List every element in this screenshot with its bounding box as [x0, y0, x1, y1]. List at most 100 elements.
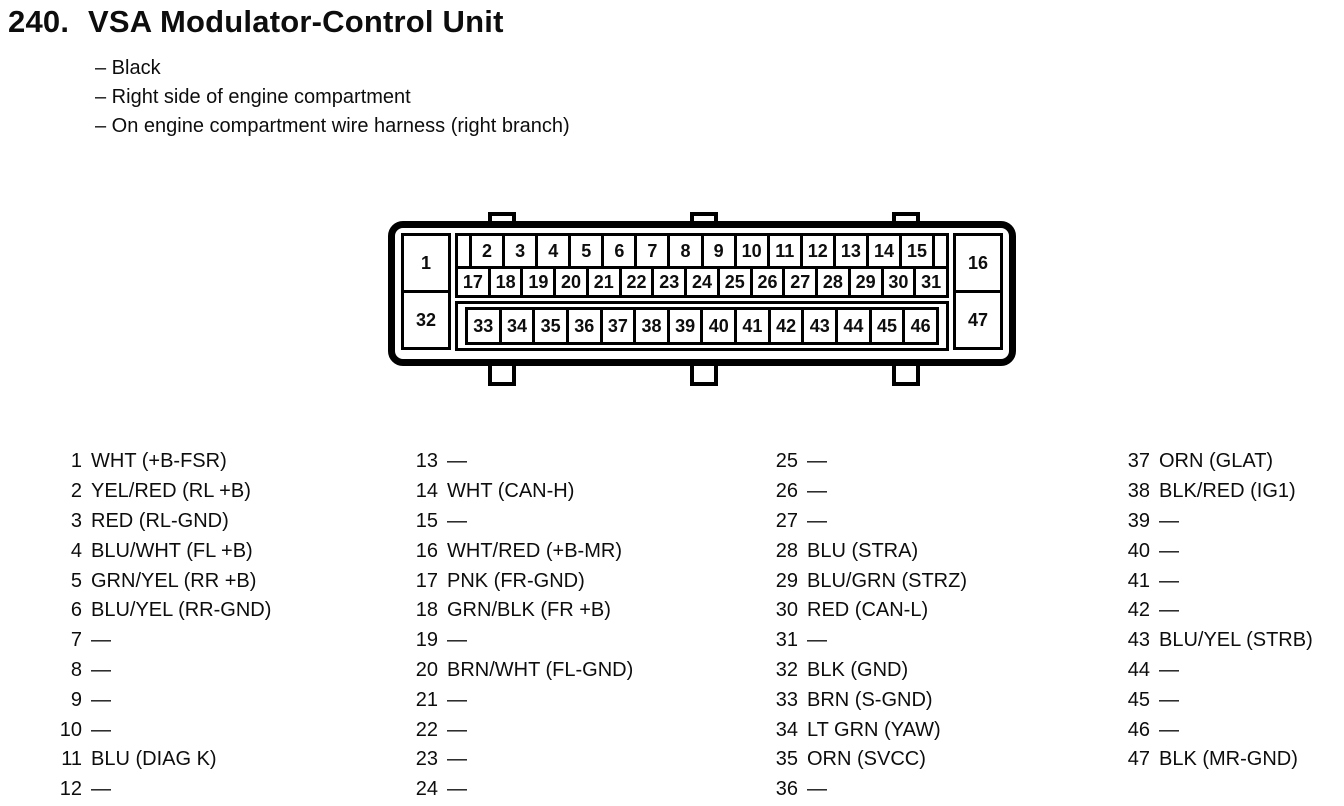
pin-label: —	[1159, 509, 1179, 532]
connector-pin-16: 16	[953, 233, 1003, 293]
pin-label: GRN/YEL (RR +B)	[91, 569, 257, 592]
pin-row-40: 40—	[1104, 536, 1313, 566]
pin-number: 24	[415, 778, 438, 801]
pin-number: 47	[1127, 748, 1150, 771]
pin-number: 14	[415, 480, 438, 503]
connector-pin-3: 3	[502, 233, 539, 269]
connector-pin-27: 27	[782, 266, 819, 298]
pin-row-42: 42—	[1104, 596, 1313, 626]
pin-label: —	[447, 778, 467, 801]
pin-number: 15	[415, 509, 438, 532]
connector-pin-29: 29	[847, 266, 884, 298]
connector-pin-45: 45	[868, 307, 906, 345]
connector-pin-35: 35	[532, 307, 569, 345]
pin-number: 35	[775, 748, 798, 771]
pin-number: 46	[1127, 718, 1150, 741]
pin-number: 2	[70, 480, 82, 503]
pin-number: 32	[775, 658, 798, 681]
connector-pin-39: 39	[666, 307, 704, 345]
section-number: 240.	[8, 4, 70, 39]
connector-pin-1: 1	[401, 233, 451, 293]
pin-label: —	[1159, 688, 1179, 711]
pin-number: 41	[1127, 569, 1150, 592]
connector-pin-7: 7	[634, 233, 671, 269]
pin-number: 11	[61, 748, 82, 771]
pin-row-10: 10—	[36, 715, 271, 745]
connector-pin-36: 36	[565, 307, 603, 345]
pin-row-19: 19—	[392, 626, 633, 656]
pin-label: —	[447, 629, 467, 652]
connector-pin-26: 26	[749, 266, 786, 298]
pin-number: 20	[415, 658, 438, 681]
pin-label: —	[807, 480, 827, 503]
pin-number: 12	[59, 778, 82, 801]
pin-label: BLU/GRN (STRZ)	[807, 569, 967, 592]
connector-pin-31: 31	[913, 266, 950, 298]
connector-pin-43: 43	[801, 307, 839, 345]
pin-label: BLU/YEL (STRB)	[1159, 629, 1313, 652]
pin-row-22: 22—	[392, 715, 633, 745]
connector-pin-22: 22	[618, 266, 655, 298]
pin-number: 27	[775, 509, 798, 532]
pin-label: PNK (FR-GND)	[447, 569, 585, 592]
pin-row-24: 24 —	[392, 775, 633, 805]
pin-number: 13	[415, 450, 438, 473]
pin-number: 37	[1127, 450, 1150, 473]
pin-row-41: 41—	[1104, 566, 1313, 596]
pin-label: —	[447, 450, 467, 473]
pin-number: 38	[1127, 480, 1150, 503]
connector-pin-46: 46	[902, 307, 939, 345]
pin-number: 43	[1127, 629, 1150, 652]
connector-pin-38: 38	[633, 307, 670, 345]
note-harness: – On engine compartment wire harness (ri…	[95, 115, 570, 137]
pin-row-21: 21 —	[392, 685, 633, 715]
pin-label: —	[447, 688, 467, 711]
pin-row-23: 23—	[392, 745, 633, 775]
pin-row-44: 44—	[1104, 656, 1313, 686]
connector-notes: – Black – Right side of engine compartme…	[95, 54, 570, 141]
note-location: – Right side of engine compartment	[95, 86, 411, 108]
connector-pin-10: 10	[733, 233, 770, 269]
connector-pin-21: 21	[585, 266, 622, 298]
pin-label: BLK/RED (IG1)	[1159, 480, 1296, 503]
pin-number: 8	[70, 658, 82, 681]
connector-pin-6: 6	[601, 233, 638, 269]
pin-number: 25	[775, 450, 798, 473]
pin-number: 7	[70, 629, 82, 652]
pin-label: —	[91, 658, 111, 681]
pin-label: BLU/WHT (FL +B)	[91, 539, 253, 562]
pin-row-8: 8—	[36, 656, 271, 686]
pin-number: 44	[1127, 658, 1150, 681]
pin-row-36: 36—	[752, 775, 967, 805]
pin-label: BLU/YEL (RR-GND)	[91, 599, 272, 622]
connector-pin-28: 28	[815, 266, 851, 298]
pin-label: —	[447, 748, 467, 771]
pin-label: WHT/RED (+B-MR)	[447, 539, 622, 562]
pin-number: 21	[415, 688, 438, 711]
pin-label: BRN (S-GND)	[807, 688, 933, 711]
pin-label: —	[807, 778, 827, 801]
pin-label: —	[807, 509, 827, 532]
connector-pin-8: 8	[667, 233, 704, 269]
pin-label: ORN (GLAT)	[1159, 450, 1274, 473]
connector-pin-33: 33	[465, 307, 502, 345]
pin-label: —	[91, 778, 111, 801]
pin-row-25: 25—	[752, 447, 967, 477]
pin-number: 34	[775, 718, 798, 741]
